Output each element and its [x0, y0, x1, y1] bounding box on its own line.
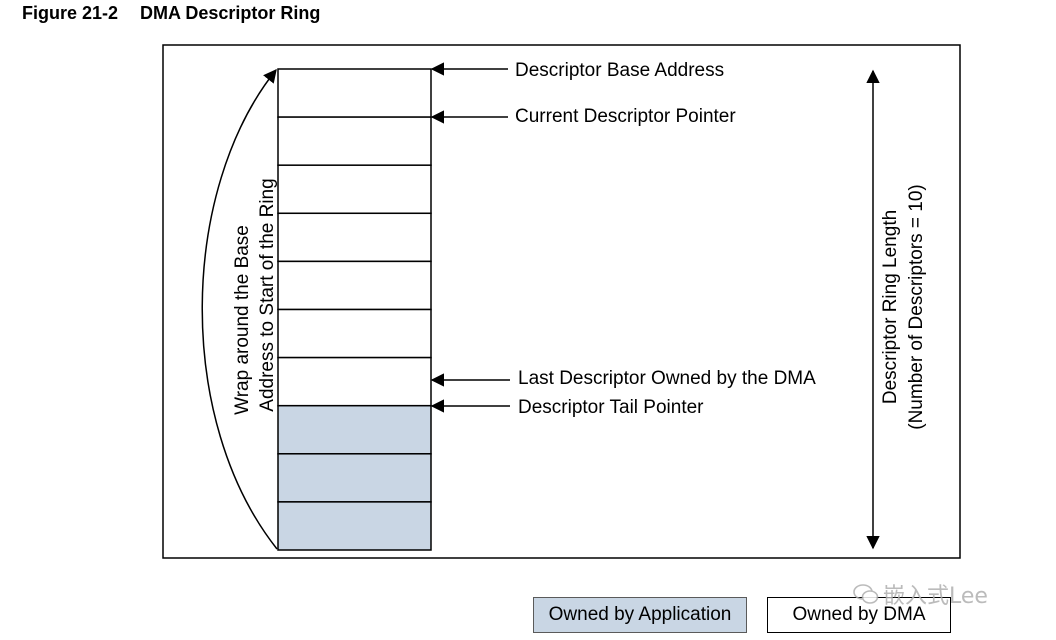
- descriptor-cell: [277, 308, 432, 359]
- descriptor-cell: [277, 116, 432, 166]
- wechat-icon: [853, 583, 879, 611]
- base-address-label: Descriptor Base Address: [515, 60, 724, 81]
- tail-pointer-label: Descriptor Tail Pointer: [518, 397, 704, 418]
- descriptor-cell: [277, 501, 432, 551]
- diagram-frame: [162, 44, 961, 559]
- figure-number: Figure 21-2: [22, 3, 119, 23]
- watermark-text: 嵌入式Lee: [883, 584, 988, 609]
- descriptor-cell: [277, 356, 432, 407]
- wrap-label-line1: Wrap around the Base: [232, 225, 253, 415]
- descriptor-cell: [277, 212, 432, 263]
- descriptor-cell: [277, 164, 432, 215]
- descriptor-cell: [277, 68, 432, 118]
- ring-length-label-line1: Descriptor Ring Length: [880, 210, 901, 404]
- ring-length-label-line2: (Number of Descriptors = 10): [906, 184, 927, 430]
- wrap-around-arrow: [201, 68, 278, 550]
- last-dma-label: Last Descriptor Owned by the DMA: [518, 368, 816, 389]
- wrap-label-line2: Address to Start of the Ring: [257, 178, 278, 411]
- descriptor-cell: [277, 404, 432, 455]
- watermark: 嵌入式Lee: [853, 578, 988, 611]
- legend-application: Owned by Application: [533, 597, 747, 633]
- figure-caption: Figure 21-2 DMA Descriptor Ring: [22, 3, 342, 24]
- descriptor-ring: [277, 68, 432, 551]
- descriptor-cell: [277, 453, 432, 503]
- figure-title: DMA Descriptor Ring: [140, 3, 321, 23]
- descriptor-cell: [277, 260, 432, 311]
- current-pointer-label: Current Descriptor Pointer: [515, 106, 736, 127]
